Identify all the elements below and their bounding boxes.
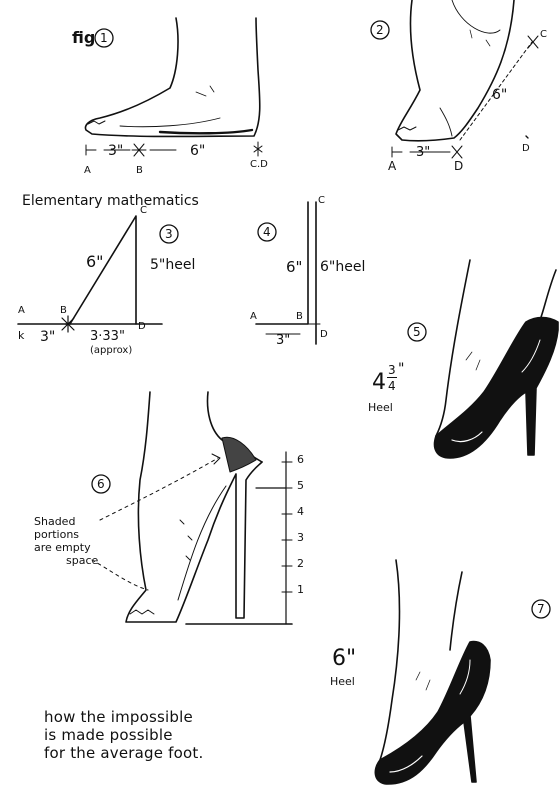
fig6-foot-heel-drawing [92, 392, 292, 624]
fig2-point-a: A [388, 160, 396, 172]
fig1-dim-b: 6" [190, 144, 205, 158]
fig5-shoe-drawing [408, 260, 558, 458]
fig3-point-b: B [60, 306, 67, 316]
fig2-foot-drawing [371, 0, 538, 158]
fig6-scale-4: 4 [297, 506, 304, 517]
fig4-heel: 6"heel [320, 260, 365, 274]
fig3-point-k: k [18, 330, 24, 341]
fig3-number: 3 [165, 228, 173, 240]
fig3-hyp: 6" [86, 254, 104, 270]
fig7-shoe-drawing [375, 560, 550, 784]
fig6-scale-1: 1 [297, 584, 304, 595]
fig3-base-left: 3" [40, 330, 55, 344]
fig4-point-d: D [320, 330, 328, 340]
fig1-point-b: B [136, 166, 143, 176]
fig2-dim-a: 3" [416, 146, 430, 159]
fig3-point-c: C [140, 206, 147, 216]
fig4-point-c: C [318, 196, 325, 206]
fig5-heel-fraction-bar [387, 377, 397, 378]
fig6-number: 6 [97, 478, 105, 490]
caption: how the impossible is made possible for … [44, 708, 203, 762]
fig4-point-a: A [250, 312, 257, 322]
fig6-scale-3: 3 [297, 532, 304, 543]
fig2-point-d: D [522, 144, 530, 154]
fig3-heel: 5"heel [150, 258, 195, 272]
fig1-point-cd: C.D [250, 160, 268, 170]
fig2-point-b: D [454, 160, 463, 172]
fig1-point-a: A [84, 166, 91, 176]
fig3-triangle-diagram [18, 216, 178, 332]
fig2-point-c: C [540, 30, 547, 40]
fig5-number: 5 [413, 326, 421, 338]
fig2-dim-b: 6" [492, 88, 507, 102]
fig3-point-a: A [18, 306, 25, 316]
fig3-point-d: D [138, 322, 146, 332]
fig7-number: 7 [537, 603, 545, 615]
fig5-heel-word: Heel [368, 402, 393, 413]
fig4-length: 6" [286, 260, 302, 275]
fig6-scale-5: 5 [297, 480, 304, 491]
fig5-heel-denominator: 4 [388, 380, 396, 392]
fig5-heel-numerator: 3 [388, 364, 396, 376]
fig4-number: 4 [263, 226, 271, 238]
caption-line-2: is made possible [44, 726, 203, 744]
fig3-base-right: 3·33" [90, 330, 125, 343]
fig6-note-line-4: space [66, 555, 98, 566]
fig6-note-line-2: portions [34, 529, 79, 540]
fig1-foot-drawing [86, 18, 262, 156]
caption-line-3: for the average foot. [44, 744, 203, 762]
fig3-approx: (approx) [90, 346, 132, 356]
fig1-dim-a: 3" [108, 144, 123, 158]
fig4-base: 3" [276, 334, 290, 347]
fig4-point-b: B [296, 312, 303, 322]
section-heading: Elementary mathematics [22, 194, 199, 208]
fig6-scale-6: 6 [297, 454, 304, 465]
fig5-heel-unit: " [398, 362, 404, 376]
fig6-note-line-3: are empty [34, 542, 91, 553]
fig7-heel-value: 6" [332, 648, 356, 670]
fig6-note-line-1: Shaded [34, 516, 75, 527]
fig7-heel-word: Heel [330, 676, 355, 687]
caption-line-1: how the impossible [44, 708, 203, 726]
fig1-label: fig [72, 30, 95, 46]
fig1-number: 1 [100, 32, 108, 44]
fig5-heel-whole: 4 [372, 372, 386, 394]
fig2-number: 2 [376, 24, 384, 36]
fig6-scale-2: 2 [297, 558, 304, 569]
